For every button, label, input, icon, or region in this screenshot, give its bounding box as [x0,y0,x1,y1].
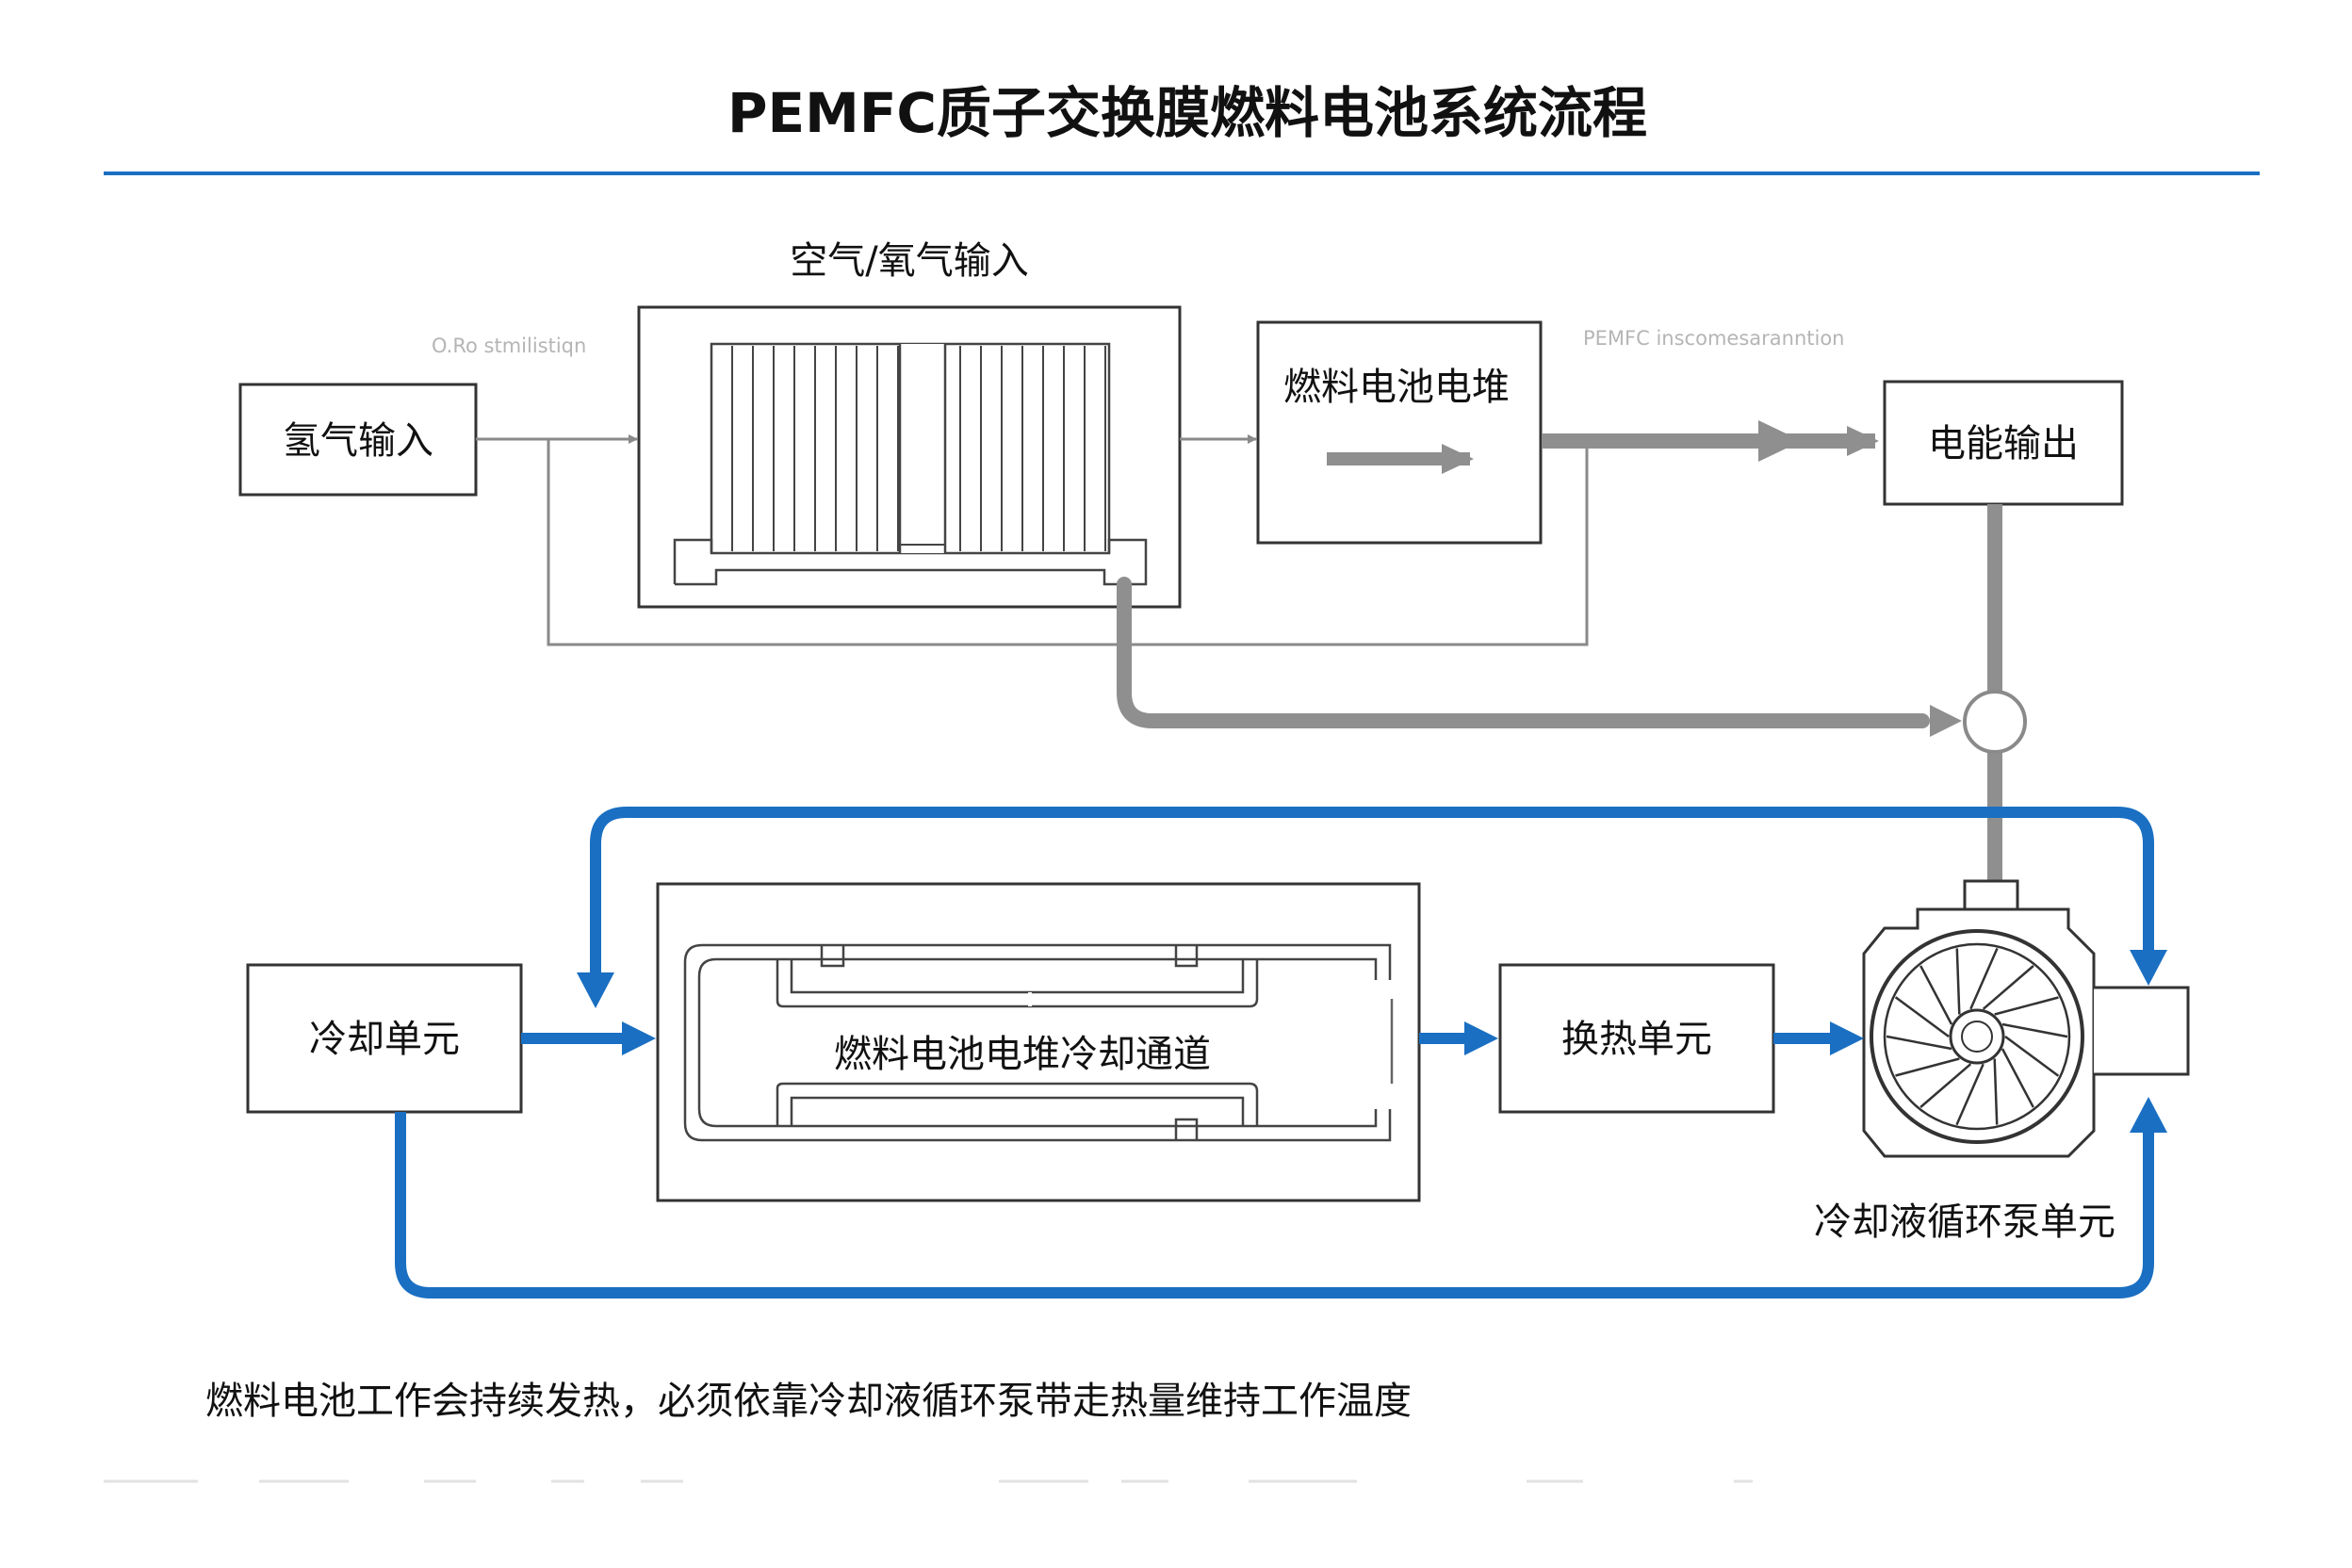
top-loop-right-arrowhead [2130,950,2167,986]
hydrogen-bypass-line [547,439,1589,646]
bottom-loop-arrowhead [2130,1097,2167,1133]
cooling-channel-pipes [683,943,1394,1142]
cooling-to-channel-arrowhead [622,1021,656,1055]
fuel-cell-stack-box [1256,320,1543,545]
faint-label-right: PEMFC inscomesaranntion [1583,327,1844,350]
faint-label-left: O.Ro stmilistiqn [432,335,586,357]
heat-to-pump-arrowhead [1830,1021,1864,1055]
channel-to-heat-arrowhead [1464,1021,1498,1055]
top-loop-left-arrowhead [577,972,614,1008]
air-input-label: 空气/氧气输入 [790,239,1028,283]
bottom-coolant-loop [395,1112,2154,1298]
top-coolant-loop [590,807,2154,975]
stack-to-power-mid-arrowhead [1758,420,1802,462]
junction-node [1963,690,2027,754]
page-title: PEMFC质子交换膜燃料电池系统流程 [727,81,1647,145]
power-output-label: 电能输出 [1928,422,2079,466]
coolant-pump [1862,879,2190,1158]
cooling-channel-label: 燃料电池电堆冷却通道 [834,1033,1211,1076]
power-output-box [1883,380,2124,506]
cooling-channel-box [656,882,1421,1202]
plate-to-junction-arrowhead [1930,705,1962,737]
fuel-cell-stack-label: 燃料电池电堆 [1283,366,1510,409]
air-plate-fins [673,342,1148,586]
caption-note: 燃料电池工作会持续发热，必须依靠冷却液循环泵带走热量维持工作温度 [205,1380,1412,1423]
plate-to-junction-pipe [1117,577,1930,728]
cooling-unit-label: 冷却单元 [309,1018,460,1061]
cooling-unit-box [246,963,523,1114]
heat-exchange-label: 换热单元 [1561,1018,1712,1061]
hydrogen-input-label: 氢气输入 [283,419,433,463]
pump-label: 冷却液循环泵单元 [1814,1200,2115,1244]
